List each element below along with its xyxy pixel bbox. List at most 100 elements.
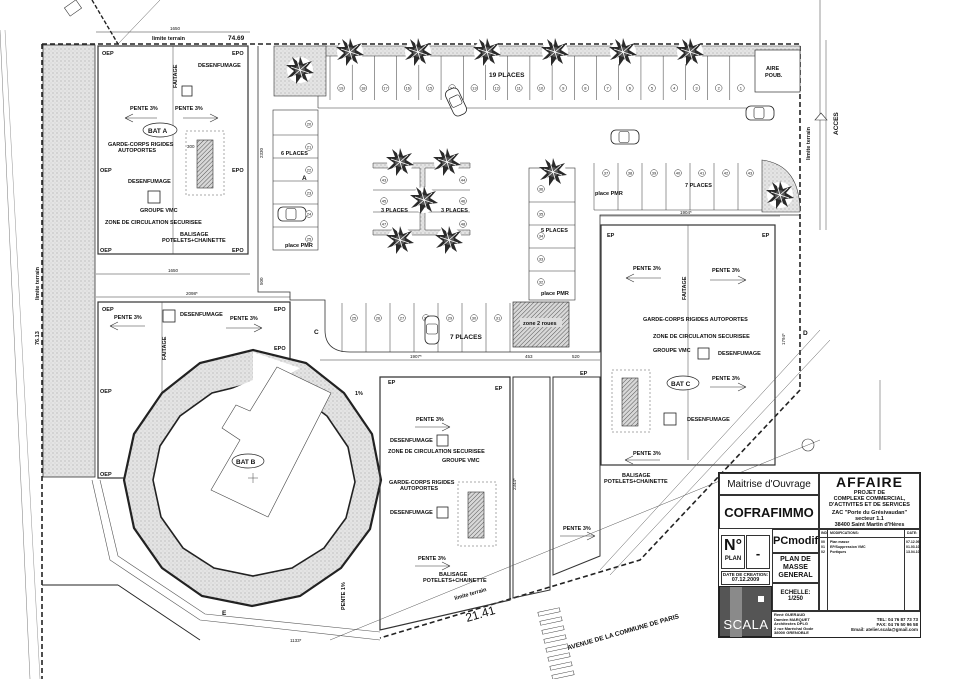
- svg-text:2: 2: [718, 85, 721, 90]
- tree-icon: [472, 37, 502, 67]
- stall-number: 16: [404, 84, 412, 92]
- drain-label: EP: [762, 233, 770, 239]
- stall-number: 43: [746, 169, 754, 177]
- marking-label: BALISAGE: [622, 473, 651, 479]
- stall-number: 45: [380, 197, 388, 205]
- bat-b-roof-outline: [210, 366, 332, 518]
- tree-icon: [540, 37, 570, 67]
- architect-line: Architectes DPLG: [774, 621, 809, 627]
- slope-arrow-icon: [710, 275, 747, 285]
- stall-number: 25: [305, 235, 313, 243]
- dim-label: 500: [259, 277, 264, 285]
- svg-text:47: 47: [382, 221, 387, 226]
- architect-line: 2 rue Maréchal Gode: [774, 625, 814, 631]
- smoke-vent-icon: [162, 309, 176, 323]
- stall-number: 20: [305, 120, 313, 128]
- slope-label: PENTE 3%: [175, 106, 203, 112]
- smoke-vent-icon: [436, 434, 449, 447]
- car-icon: [443, 85, 469, 119]
- guardrail-label: AUTOPORTES: [118, 148, 156, 154]
- svg-text:10: 10: [539, 85, 544, 90]
- smoke-vent-label: DESENFUMAGE: [180, 312, 223, 318]
- dim-label: 2330: [259, 147, 264, 158]
- dim-label: 520: [572, 354, 580, 359]
- access-arrow-icon: [814, 112, 828, 121]
- limit-label-bottom: limite terrain: [454, 587, 488, 602]
- smoke-vent-icon: [181, 85, 193, 97]
- slope-arrow-icon: [625, 273, 661, 283]
- creation-date-label: DATE DE CREATION:: [722, 572, 769, 577]
- plan-no-label: N°: [724, 537, 742, 554]
- mod-label: EP/Suppression VMC: [830, 545, 866, 549]
- dim-label: 1907*: [410, 354, 422, 359]
- scala-logo: SCALA: [719, 586, 772, 637]
- plan-title: PLAN DE MASSE GENERAL: [772, 553, 819, 583]
- svg-text:5: 5: [651, 85, 654, 90]
- location-line: ZAC "Porte du Grésivaudan": [831, 510, 908, 516]
- bike-zone-label: zone 2 roues: [523, 321, 557, 327]
- vmc-label: GROUPE VMC: [442, 458, 480, 464]
- svg-text:45: 45: [382, 198, 387, 203]
- slope-arrow-icon: [226, 323, 263, 333]
- mod-date: 01.03.10: [906, 545, 920, 549]
- svg-text:44: 44: [461, 177, 466, 182]
- scale-box: ECHELLE: 1/250: [772, 583, 819, 611]
- crosswalk: [537, 607, 575, 679]
- drain-label: EPO: [232, 168, 244, 174]
- svg-text:43: 43: [748, 170, 753, 175]
- stall-number: 10: [537, 84, 545, 92]
- tel: TEL: 04 76 87 73 73: [876, 617, 918, 622]
- drain-label: EPO: [274, 346, 286, 352]
- slope-arrow-icon: [124, 113, 157, 123]
- email: Email: atelier.scala@gmail.com: [851, 627, 918, 632]
- architect-lines: René GUERAUD Damien MARQUET Architectes …: [774, 612, 814, 636]
- mod-no: 02: [821, 550, 825, 554]
- bat-b-label: BAT B: [236, 459, 256, 466]
- slope-arrow-icon: [415, 561, 451, 571]
- svg-text:15: 15: [428, 85, 433, 90]
- svg-text:23: 23: [307, 190, 312, 195]
- slope-arrow-icon: [109, 321, 145, 331]
- crosswalk-stripe: [545, 643, 569, 653]
- stall-number: 33: [537, 255, 545, 263]
- scala-logo-text: SCALA: [723, 617, 769, 632]
- car-icon: [424, 315, 440, 345]
- architect-box: René GUERAUD Damien MARQUET Architectes …: [772, 611, 920, 637]
- right-row-label: 7 PLACES: [685, 183, 712, 189]
- limit-value-left: 76.13: [35, 331, 41, 345]
- section-marker: A: [302, 175, 307, 182]
- guardrail-label: GARDE-CORPS RIGIDES AUTOPORTES: [643, 317, 748, 323]
- vmc-unit: [467, 491, 485, 539]
- smoke-vent-icon: [697, 347, 710, 360]
- marking-label: BALISAGE: [180, 232, 209, 238]
- svg-text:30: 30: [472, 315, 477, 320]
- access-label: ACCES: [833, 112, 840, 135]
- marking-label: POTELETS+CHAINETTE: [604, 479, 668, 485]
- dim-label: 2344*: [512, 478, 517, 490]
- smoke-vent-label: DESENFUMAGE: [390, 438, 433, 444]
- slope-label: PENTE 3%: [633, 266, 661, 272]
- svg-text:19: 19: [339, 85, 344, 90]
- bin-area-label: POUB.: [765, 73, 783, 79]
- smoke-vent-label: DESENFUMAGE: [687, 417, 730, 423]
- mod-label: Portiques: [830, 550, 847, 554]
- mod-no: 01: [821, 545, 825, 549]
- svg-text:46: 46: [461, 198, 466, 203]
- plan-number-value: -: [746, 535, 770, 569]
- svg-text:32: 32: [539, 279, 544, 284]
- svg-text:38: 38: [628, 170, 633, 175]
- safe-zone-label: ZONE DE CIRCULATION SECURISEE: [105, 220, 202, 226]
- dim-label: 1904*: [680, 210, 692, 215]
- crosswalk-stripe: [541, 625, 565, 635]
- stall-number: 24: [305, 210, 313, 218]
- svg-text:3: 3: [695, 85, 698, 90]
- stall-number: 37: [602, 169, 610, 177]
- drain-label: OEP: [102, 307, 114, 313]
- stall-number: 21: [305, 143, 313, 151]
- creation-date-value: 07.12.2009: [731, 577, 760, 583]
- project-line: PROJET DE: [853, 490, 886, 496]
- drain-label: OEP: [100, 472, 112, 478]
- svg-text:18: 18: [361, 85, 366, 90]
- svg-text:1: 1: [740, 85, 743, 90]
